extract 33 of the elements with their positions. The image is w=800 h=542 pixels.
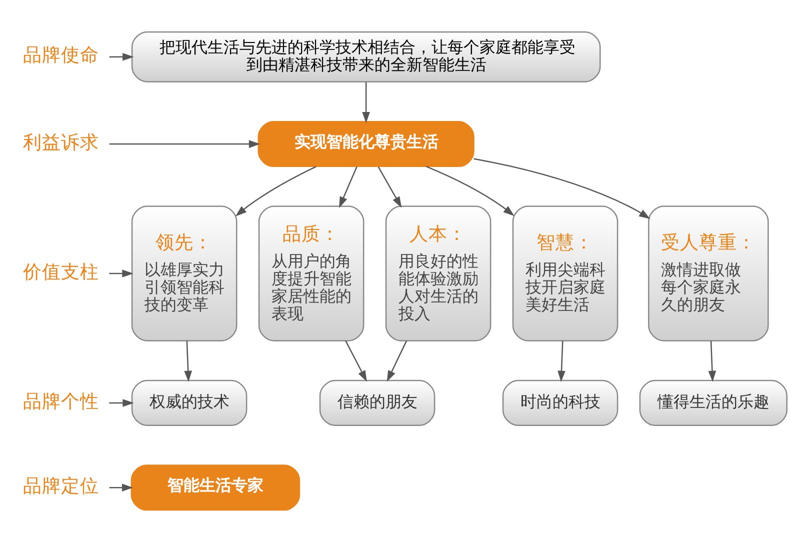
node-box: 权威的技术 — [131, 380, 248, 426]
arrow — [235, 166, 316, 216]
node-box: 领先： 以雄厚实力引领智能科技的变革 — [131, 206, 238, 342]
node-box: 品质： 从用户的角度提升智能家居性能的表现 — [258, 206, 364, 342]
arrow — [386, 340, 408, 382]
node-box: 信赖的朋友 — [319, 380, 436, 426]
node-box: 受人尊重： 激情进取做每个家庭永久的朋友 — [648, 206, 769, 342]
arrow — [109, 140, 260, 148]
arrow — [378, 166, 402, 208]
arrow — [362, 82, 370, 124]
node-box: 时尚的科技 — [502, 380, 618, 426]
node-text: 价值支柱 — [23, 262, 100, 283]
arrow — [426, 166, 514, 216]
arrow — [558, 340, 566, 382]
arrow — [345, 340, 367, 382]
arrow — [184, 340, 192, 382]
arrow — [474, 158, 650, 220]
arrow — [109, 52, 134, 61]
node-box: 懂得生活的乐趣 — [639, 380, 788, 426]
node-text: 品牌定位 — [23, 476, 100, 497]
node-box: 把现代生活与先进的科学技术相结合，让每个家庭都能享受到由精湛科技带来的全新智能生活 — [131, 31, 601, 82]
node-text: 品牌个性 — [23, 391, 100, 412]
node-box: 智慧： 利用尖端科技开启家庭美好生活 — [512, 206, 618, 342]
arrow — [109, 399, 134, 407]
arrow — [708, 340, 716, 382]
node-box: 智能生活专家 — [130, 464, 300, 511]
arrow — [109, 484, 134, 492]
node-text: 品牌使命 — [23, 45, 100, 66]
node-box: 实现智能化尊贵生活 — [258, 120, 474, 168]
node-text: 利益诉求 — [23, 132, 100, 154]
arrow — [109, 270, 134, 278]
arrow — [339, 166, 358, 208]
node-box: 人本： 用良好的性能体验激励人对生活的投入 — [385, 206, 492, 342]
